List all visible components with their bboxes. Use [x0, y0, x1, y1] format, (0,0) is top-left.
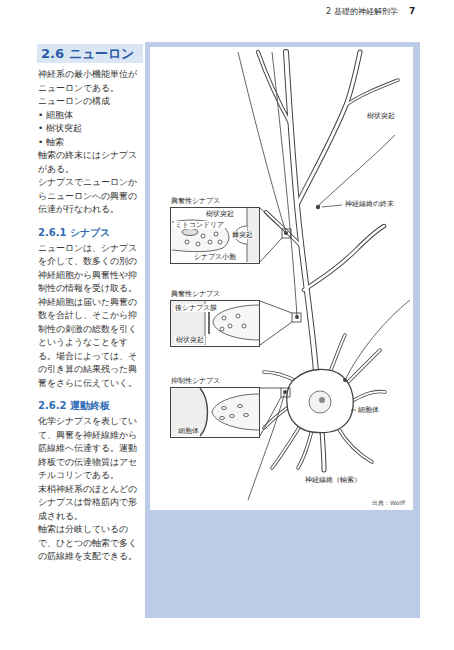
body-text: • 樹状突起 — [38, 122, 138, 136]
body-text: ニューロンは、シナプスを介して、数多くの別の神経細胞から興奮性や抑制性の情報を受… — [38, 242, 138, 391]
title-band — [37, 44, 143, 63]
nucleolus — [319, 397, 325, 403]
part-label-holder: 細胞体 — [357, 406, 380, 414]
inset-label: 棘突起 — [231, 231, 254, 239]
body-text: 化学シナプスを表していて、興奮を神経線維から筋線維へ伝達する。運動終板での伝達物… — [38, 415, 138, 483]
nerve-fibers — [238, 52, 410, 500]
source-credit-holder: 出典：Wolff — [372, 499, 405, 506]
body-text: 末梢神経系のほとんどのシナプスは骨格筋内で形成される。 — [38, 483, 138, 524]
inset-label: ミトコンドリア — [174, 221, 225, 229]
body-text: 軸索は分岐しているので、ひとつの軸索で多くの筋線維を支配できる。 — [38, 523, 138, 564]
nucleus — [309, 391, 331, 413]
synapse-inset-box: 興奮性シナプス後シナプス膜樹状突起 — [170, 300, 260, 347]
body-text: 神経系の最小機能単位がニューロンである。 — [38, 68, 138, 95]
source-credit: 出典：Wolff — [372, 499, 405, 506]
part-label-holder: 神経線維の終末 — [344, 200, 395, 208]
inset-heading-holder: 抑制性シナプス — [171, 377, 220, 385]
inset-heading-holder: 興奮性シナプス — [171, 197, 220, 205]
section-title: 2.6 ニューロン — [41, 45, 134, 62]
inset-label-holder: 樹状突起 — [175, 336, 205, 344]
inset-label: シナプス小胞 — [193, 253, 237, 261]
body-text: シナプスでニューロンからニューロンへの興奮の伝達が行なわれる。 — [38, 176, 138, 217]
synapse-inset-1 — [172, 208, 259, 262]
inset-label-holder: シナプス小胞 — [193, 253, 237, 261]
page-number-holder: 7 — [409, 6, 415, 17]
part-label-holder: 神経線維（軸索） — [304, 476, 362, 484]
body-text: • 軸索 — [38, 136, 138, 150]
inset-label: 樹状突起 — [205, 210, 235, 218]
inset-label: 細胞体 — [177, 427, 200, 435]
zoom-squares — [260, 208, 301, 436]
section-title-holder: 2.6 ニューロン — [41, 45, 134, 62]
page-number: 7 — [409, 6, 415, 17]
figure-ground — [150, 47, 413, 510]
inset-label: 樹状突起 — [175, 336, 205, 344]
subsection-heading: 2.6.2 運動終板 — [38, 399, 138, 412]
inset-label-holder: 後シナプス膜 — [174, 304, 218, 312]
dendrite-fill — [258, 52, 398, 470]
body-text: • 細胞体 — [38, 109, 138, 123]
running-head: 2 基礎的神経解剖学 — [326, 7, 398, 17]
inset-heading-holder: 興奮性シナプス — [171, 290, 220, 298]
inset-label-holder: ミトコンドリア — [174, 221, 225, 229]
text-column: 神経系の最小機能単位がニューロンである。ニューロンの構成• 細胞体• 樹状突起•… — [38, 68, 138, 564]
part-label: 細胞体 — [357, 406, 380, 414]
leader-line — [322, 205, 342, 207]
inset-label-holder: 棘突起 — [231, 231, 254, 239]
running-head-holder: 2 基礎的神経解剖学 — [326, 7, 398, 17]
subsection-heading: 2.6.1 シナプス — [38, 226, 138, 239]
dendrite-outline — [258, 52, 398, 470]
figure-panel — [145, 42, 420, 618]
inset-heading: 抑制性シナプス — [171, 377, 220, 385]
body-text: 軸索の終末にはシナプスがある。 — [38, 149, 138, 176]
body-text: ニューロンの構成 — [38, 95, 138, 109]
synapse-inset-box: 興奮性シナプス樹状突起ミトコンドリア棘突起シナプス小胞 — [170, 207, 260, 264]
inset-label-holder: 細胞体 — [177, 427, 200, 435]
inset-label: 後シナプス膜 — [174, 304, 218, 312]
part-label-holder: 樹状突起 — [366, 112, 396, 120]
part-label: 樹状突起 — [366, 112, 396, 120]
synapse-inset-2 — [171, 301, 259, 345]
synapse-inset-3 — [171, 388, 259, 436]
inset-heading: 興奮性シナプス — [171, 290, 220, 298]
leader-line — [351, 410, 356, 411]
inset-heading: 興奮性シナプス — [171, 197, 220, 205]
part-label: 神経線維（軸索） — [304, 476, 362, 484]
inset-label-holder: 樹状突起 — [205, 210, 235, 218]
part-label: 神経線維の終末 — [344, 200, 395, 208]
cell-body — [287, 369, 354, 432]
synapse-inset-box: 抑制性シナプス細胞体 — [170, 387, 260, 438]
fiber-terminals — [283, 205, 347, 394]
